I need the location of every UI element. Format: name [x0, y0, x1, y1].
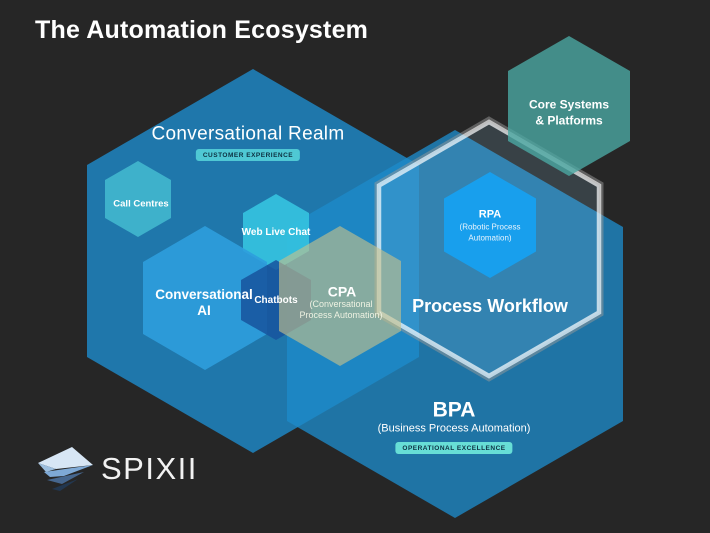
page-title: The Automation Ecosystem [35, 16, 369, 44]
cpa-hexagon [279, 226, 401, 366]
conversational-ai-line2: AI [197, 303, 211, 318]
cpa-subtitle: (Conversational Process Automation) [299, 299, 382, 321]
bpa-title: BPA [432, 398, 476, 422]
core-systems-hexagon [508, 36, 630, 176]
conversational-ai-label: Conversational AI [155, 287, 253, 319]
web-live-chat-hexagon [243, 194, 309, 270]
spixii-logo-icon [38, 447, 93, 491]
chatbots-label: Chatbots [254, 295, 298, 306]
core-systems-label: Core Systems & Platforms [529, 98, 609, 129]
conversational-realm-label: Conversational Realm [151, 123, 345, 145]
rpa-subtitle: (Robotic Process Automation) [460, 223, 521, 244]
cpa-subtitle-line1: (Conversational [309, 299, 373, 309]
process-workflow-border-outer [374, 116, 604, 382]
call-centres-label: Call Centres [113, 198, 169, 210]
spixii-logo-text: SPIXII [101, 451, 198, 486]
rpa-subtitle-line2: Automation) [468, 233, 512, 242]
conversational-ai-line1: Conversational [155, 287, 253, 302]
call-centres-hexagon [105, 161, 171, 237]
conversational-ai-hexagon [143, 226, 267, 370]
spixii-logo: SPIXII [36, 446, 198, 492]
cpa-subtitle-line2: Process Automation) [299, 310, 383, 320]
web-live-chat-label: Web Live Chat [241, 227, 311, 238]
customer-experience-badge: CUSTOMER EXPERIENCE [195, 149, 301, 161]
core-systems-line2: & Platforms [535, 113, 603, 127]
rpa-hexagon [444, 172, 536, 278]
rpa-subtitle-line1: (Robotic Process [459, 222, 521, 232]
operational-excellence-badge: OPERATIONAL EXCELLENCE [395, 442, 513, 454]
rpa-title: RPA [478, 208, 502, 221]
process-workflow-label: Process Workflow [412, 296, 568, 317]
bpa-subtitle: (Business Process Automation) [377, 422, 531, 435]
cpa-title: CPA [327, 283, 357, 300]
core-systems-line1: Core Systems [528, 97, 610, 112]
bpa-hexagon [287, 130, 623, 518]
